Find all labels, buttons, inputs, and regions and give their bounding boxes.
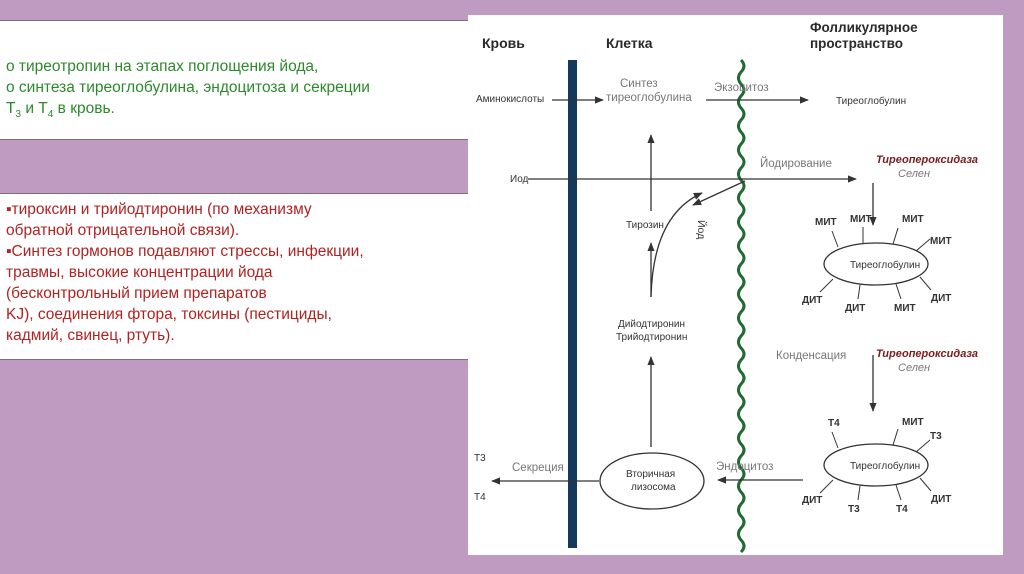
svg-text:Т3: Т3 [848,504,860,515]
svg-text:Т3: Т3 [930,431,942,442]
svg-text:МИТ: МИТ [930,236,952,247]
header-follicle-1: Фолликулярное [810,20,918,35]
label-tyrosine: Тирозин [626,220,664,231]
svg-text:Т4: Т4 [896,504,908,515]
thyroid-synthesis-diagram: Кровь Клетка Фолликулярное пространство … [468,15,1003,555]
svg-text:ДИТ: ДИТ [931,293,951,304]
text-line: (бесконтрольный прием препаратов [6,285,267,302]
header-cell: Клетка [606,35,653,51]
label-iodine: Иод [510,174,529,185]
inhibitors-text: ▪тироксин и трийодтиронин (по механизму … [6,199,506,346]
text-line: травмы, высокие концентрации йода [6,264,273,281]
label-endocytosis: Эндоцитоз [716,461,773,473]
label-tpo-1: Тиреопероксидаза [876,154,978,166]
label-diiodothyronine: Дийодтиронин [618,319,685,330]
label-iodination: Йодирование [760,157,832,170]
label-triiodothyronine: Трийодтиронин [616,332,687,343]
svg-text:ДИТ: ДИТ [802,295,822,306]
apical-membrane-wave [737,58,746,554]
middle-text-band [0,193,468,360]
label-exocytosis: Экзоцитоз [714,82,769,94]
svg-text:ДИТ: ДИТ [931,494,951,505]
label-tpo-2: Тиреопероксидаза [876,348,978,360]
svg-text:МИТ: МИТ [850,214,872,225]
label-t4-blood: Т4 [474,492,486,503]
label-lysosome-1: Вторичная [626,469,675,480]
label-t3-blood: Т3 [474,453,486,464]
label-condensation: Конденсация [776,350,846,362]
text-line: o синтеза тиреоглобулина, эндоцитоза и с… [6,79,370,96]
label-thyroglobulin-secreted: Тиреоглобулин [836,95,906,107]
header-blood: Кровь [482,35,525,51]
regulators-text: o тиреотропин на этапах поглощения йода,… [6,56,511,125]
label-selen-1: Селен [898,168,930,180]
arrow-curved-recycle [650,192,703,298]
text-line: ▪Синтез гормонов подавляют стрессы, инфе… [6,243,364,260]
svg-text:МИТ: МИТ [894,303,916,314]
label-synthesis-1: Синтез [620,78,658,90]
label-secretion: Секреция [512,462,564,474]
text-line: ▪тироксин и трийодтиронин (по механизму [6,201,312,218]
text-line: Т3 и Т4 в кровь. [6,100,115,121]
text-line: KJ), соединения фтора, токсины (пестицид… [6,306,332,323]
label-amino-acids: Аминокислоты [476,94,544,105]
top-text-band [0,20,468,140]
text-line: o тиреотропин на этапах поглощения йода, [6,58,319,75]
svg-text:ДИТ: ДИТ [845,303,865,314]
arrow-iod-transport [692,180,746,206]
basal-membrane [568,60,577,548]
label-selen-2: Селен [898,362,930,374]
header-follicle-2: пространство [810,36,903,51]
svg-text:ДИТ: ДИТ [802,495,822,506]
secondary-lysosome [599,452,705,510]
svg-text:МИТ: МИТ [902,417,924,428]
label-thyroglobulin-1: Тиреоглобулин [850,259,920,271]
label-synthesis-2: тиреоглобулина [606,92,692,104]
diagram-svg: Кровь Клетка Фолликулярное пространство … [474,20,978,554]
svg-text:Т4: Т4 [828,418,840,429]
text-line: обратной отрицательной связи). [6,222,240,239]
text-line: кадмий, свинец, ртуть). [6,327,175,344]
svg-text:МИТ: МИТ [815,217,837,228]
thyroglobulin-iodinated: Тиреоглобулин МИТ МИТ МИТ МИТ ДИТ ДИТ МИ… [802,214,952,314]
svg-text:МИТ: МИТ [902,214,924,225]
thyroglobulin-with-hormones: Тиреоглобулин Т4 МИТ Т3 ДИТ Т3 Т4 ДИТ [802,417,951,515]
label-thyroglobulin-2: Тиреоглобулин [850,460,920,472]
label-lysosome-2: лизосома [631,482,676,493]
label-iod-cell: Йод [695,220,708,239]
